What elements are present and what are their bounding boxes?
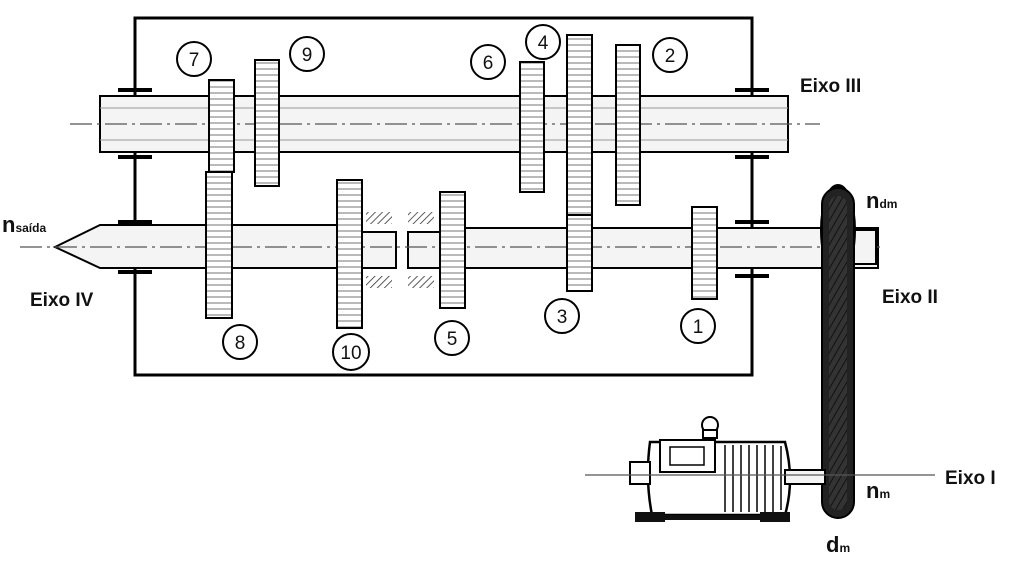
svg-text:8: 8 [235,333,246,354]
gear-7 [208,79,235,173]
label-n-saida: nsaída [2,212,46,237]
svg-text:10: 10 [340,343,361,364]
gear-label-4: 4 [525,24,561,60]
label-d-m: dm [826,532,850,557]
label-eixo-i: Eixo I [945,468,996,489]
svg-text:9: 9 [302,45,313,66]
electric-motor [629,416,826,522]
gear-3 [566,214,593,292]
label-eixo-iii: Eixo III [800,76,861,97]
gear-label-7: 7 [176,41,212,77]
bearing-eixo-iii-right [735,88,769,159]
gear-5 [439,191,466,309]
label-eixo-iv: Eixo IV [30,290,94,311]
gear-9 [254,59,280,187]
gear-label-6: 6 [470,44,506,80]
bearing-eixo-iii-left [118,88,152,159]
shaft-eixo-ii [407,227,879,269]
gear-4 [566,34,593,216]
label-n-m: nm [866,478,890,503]
svg-text:4: 4 [538,33,549,54]
gear-label-10: 10 [332,333,370,371]
gear-10 [336,179,363,329]
gear-2 [615,44,641,206]
svg-text:7: 7 [189,50,200,71]
gear-label-3: 3 [544,298,580,334]
svg-text:2: 2 [665,46,676,67]
gear-label-8: 8 [222,324,258,360]
svg-text:1: 1 [693,317,704,338]
label-eixo-ii: Eixo II [882,287,938,308]
gear-6 [519,61,545,193]
gear-1 [691,206,718,300]
shaft-eixo-iii [70,95,820,153]
gear-label-5: 5 [434,320,470,356]
bearing-eixo-iv-left [118,220,152,274]
svg-text:3: 3 [557,307,568,328]
svg-text:5: 5 [447,329,458,350]
gear-label-9: 9 [289,36,325,72]
drive-belt [821,187,855,519]
svg-text:6: 6 [483,53,494,74]
bearing-eixo-ii-right [735,220,769,278]
coupling-hatch [366,212,434,288]
gearbox-housing [133,16,754,377]
gear-label-1: 1 [680,308,716,344]
gear-label-2: 2 [652,37,688,73]
gear-8 [205,171,233,319]
label-n-dm: ndm [866,188,897,213]
